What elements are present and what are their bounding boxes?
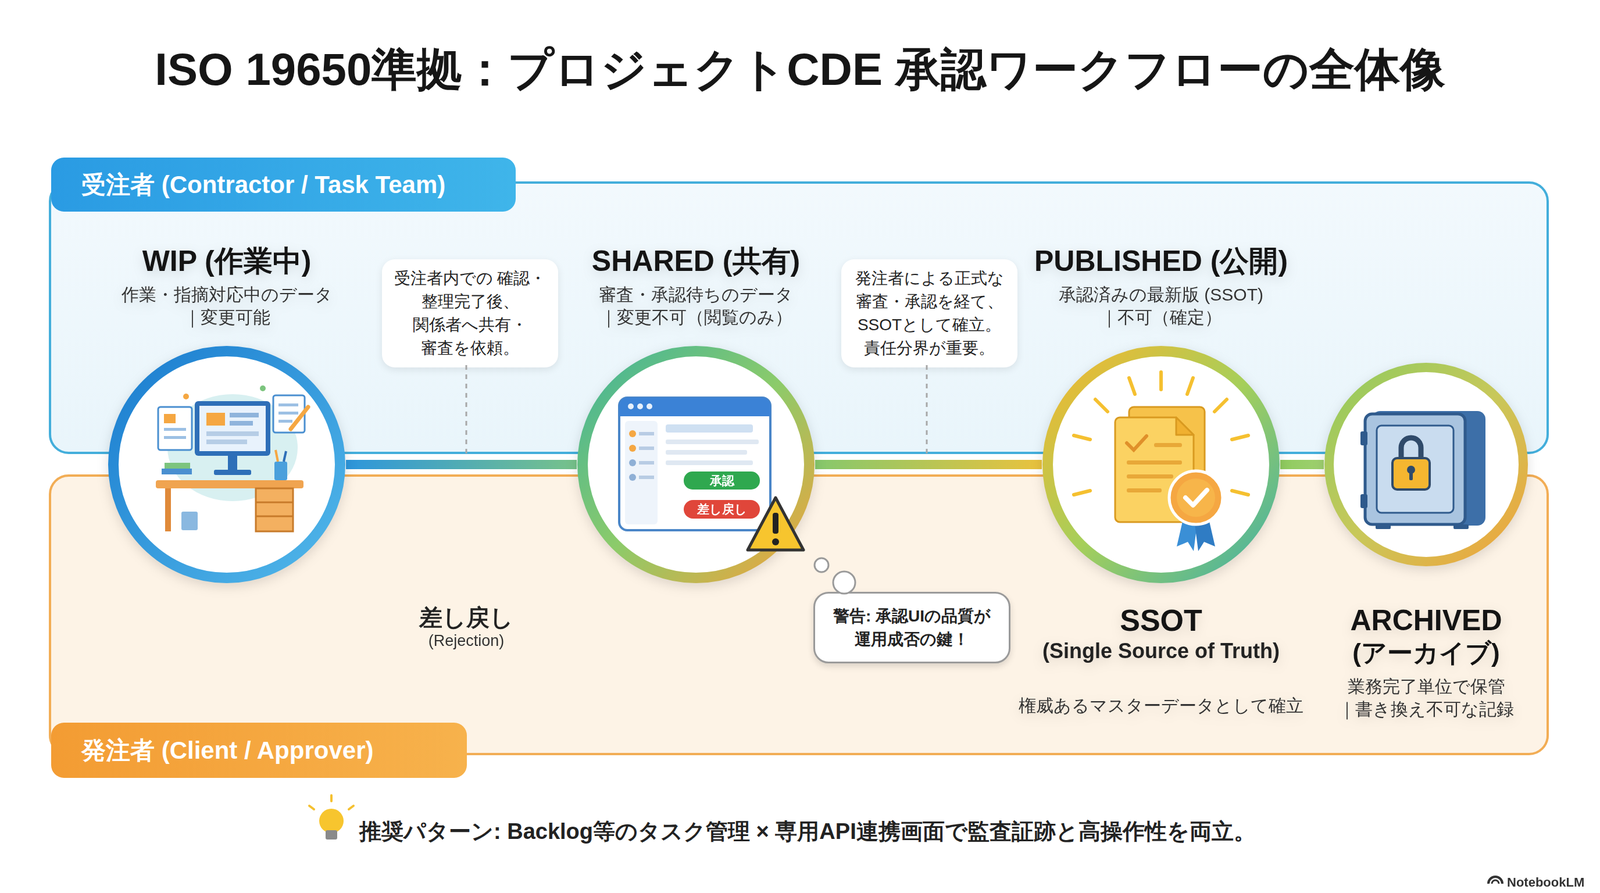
warning-text: 警告: 承認UIの品質が 運用成否の鍵！ bbox=[825, 604, 999, 652]
state-rule: ｜変更可能 bbox=[0, 305, 460, 330]
lightbulb-icon bbox=[325, 830, 338, 840]
state-circle: WIP (作業中)作業・指摘対応中のデータ｜変更可能 bbox=[107, 345, 346, 584]
state-circle-ring bbox=[582, 351, 810, 578]
watermark-icon bbox=[1488, 876, 1503, 884]
watermark-icon bbox=[1488, 876, 1503, 884]
state-title: ARCHIVED bbox=[1251, 601, 1600, 639]
diagram-caption: 推奨パターン: Backlog等のタスク管理 × 専用API連携画面で監査証跡と… bbox=[359, 815, 1256, 848]
lightbulb-icon bbox=[319, 808, 344, 834]
state-circle-ring bbox=[1329, 367, 1524, 562]
watermark: NotebookLM bbox=[1506, 873, 1600, 892]
note-callout: 受注者内での 確認・整理完了後、 関係者へ共有・ 審査を依頼。 bbox=[381, 259, 559, 368]
state-desc: 作業・指摘対応中のデータ bbox=[0, 283, 460, 307]
state-circle: PUBLISHED (公開)承認済みの最新版 (SSOT)｜不可（確定）SSOT… bbox=[1041, 345, 1281, 584]
state-circle-ring bbox=[1047, 351, 1275, 578]
warning-bubble: 警告: 承認UIの品質が 運用成否の鍵！ bbox=[813, 591, 1011, 664]
rejection-label: 差し戻し bbox=[350, 601, 583, 634]
rejection-sublabel: (Rejection) bbox=[350, 630, 583, 652]
state-circle-outline bbox=[576, 345, 816, 584]
state-circle-outline bbox=[1323, 362, 1529, 567]
state-title: WIP (作業中) bbox=[0, 242, 460, 280]
note-text: 発注者による正式な 審査・承認を経て、 SSOTとして確立。 責任分界が重要。 bbox=[851, 266, 1007, 360]
band-tab: 受注者 (Contractor / Task Team) bbox=[51, 157, 516, 212]
lightbulb-icon bbox=[309, 795, 354, 810]
state-connector bbox=[815, 459, 1042, 470]
note-callout: 発注者による正式な 審査・承認を経て、 SSOTとして確立。 責任分界が重要。 bbox=[841, 259, 1018, 368]
state-desc: 承認済みの最新版 (SSOT) bbox=[928, 283, 1394, 307]
lightbulb-icon bbox=[330, 795, 333, 802]
state-title: PUBLISHED (公開) bbox=[928, 242, 1394, 280]
diagram-title: ISO 19650準拠：プロジェクトCDE 承認ワークフローの全体像 bbox=[0, 40, 1600, 99]
lightbulb-icon bbox=[309, 795, 354, 840]
lightbulb-icon bbox=[348, 805, 354, 810]
state-title: SHARED (共有) bbox=[463, 242, 929, 280]
state-rule: ｜不可（確定） bbox=[928, 305, 1394, 330]
lightbulb-icon bbox=[309, 805, 314, 810]
state-rule: ｜書き換え不可な記録 bbox=[1251, 697, 1600, 721]
state-circle-outline bbox=[107, 345, 346, 584]
state-subtitle: (アーカイブ) bbox=[1251, 636, 1600, 670]
state-desc: 審査・承認待ちのデータ bbox=[463, 283, 929, 307]
ssot-subtitle: (Single Source of Truth) bbox=[928, 637, 1394, 666]
band-tab: 発注者 (Client / Approver) bbox=[51, 722, 467, 778]
state-connector bbox=[345, 459, 577, 470]
ssot-desc: 権威あるマスターデータとして確立 bbox=[928, 694, 1394, 718]
reject-button-text: 差し戻し bbox=[683, 500, 760, 519]
approve-button-text: 承認 bbox=[683, 471, 760, 490]
state-circle-ring bbox=[113, 351, 341, 578]
note-text: 受注者内での 確認・整理完了後、 関係者へ共有・ 審査を依頼。 bbox=[392, 266, 548, 360]
state-circle: SHARED (共有)審査・承認待ちのデータ｜変更不可（閲覧のみ） bbox=[576, 345, 816, 584]
state-circle: ARCHIVED(アーカイブ)業務完了単位で保管｜書き換え不可な記録 bbox=[1323, 362, 1529, 567]
watermark-icon bbox=[1491, 880, 1499, 884]
state-connector bbox=[1280, 459, 1324, 470]
state-desc: 業務完了単位で保管 bbox=[1251, 675, 1600, 699]
ssot-title: SSOT bbox=[928, 601, 1394, 639]
state-rule: ｜変更不可（閲覧のみ） bbox=[463, 305, 929, 330]
state-circle-outline bbox=[1041, 345, 1281, 584]
